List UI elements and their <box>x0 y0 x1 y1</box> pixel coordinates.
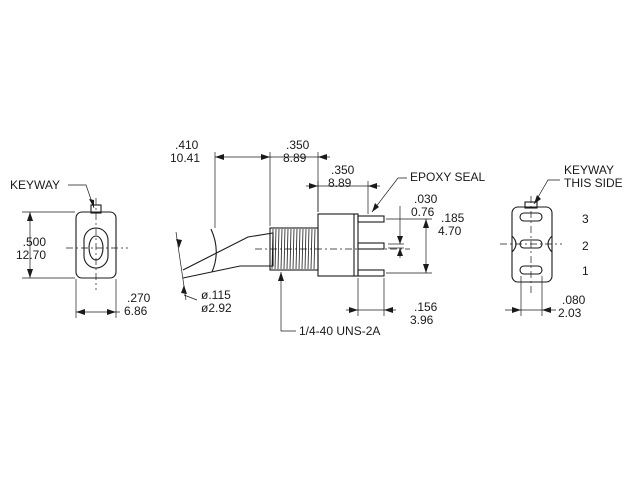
thread-arrow <box>278 272 284 281</box>
epoxy-arrow <box>372 203 379 212</box>
thread-line <box>292 228 295 270</box>
front-height-arrow-top <box>27 212 33 221</box>
dim-body-arrow-r <box>368 183 377 189</box>
term-thick-in: .030 <box>414 192 438 206</box>
term-length-in: .156 <box>414 300 438 314</box>
thread-leader <box>280 272 296 332</box>
body-length-in: .350 <box>331 163 355 177</box>
dim-lever-arrow-l <box>215 154 224 160</box>
term-thick-mm: 0.76 <box>411 205 435 219</box>
rear-pin-1-label: 1 <box>582 264 589 278</box>
thread-line <box>307 228 310 270</box>
front-width-in: .270 <box>127 291 151 305</box>
front-height-in: .500 <box>22 235 46 249</box>
front-keyway-leader <box>68 184 95 209</box>
body-length-mm: 8.89 <box>328 176 352 190</box>
front-height-arrow-bot <box>27 269 33 278</box>
dim-bushing-arrow-r <box>318 154 327 160</box>
dim-body-arrow-l <box>309 183 318 189</box>
terminal-bot <box>357 269 385 277</box>
dim-term-pitch-arrow-t <box>423 219 429 228</box>
side-view <box>175 152 432 332</box>
rear-pinw-arrow-r <box>542 307 551 313</box>
thread-line <box>313 228 316 270</box>
bushing-length-mm: 8.89 <box>283 151 307 165</box>
rear-keyway-label-1: KEYWAY <box>564 163 615 177</box>
rear-pinw-arrow-l <box>512 307 521 313</box>
front-view <box>22 184 128 318</box>
lever-length-mm: 10.41 <box>170 151 201 165</box>
front-width-arrow-r <box>107 309 116 315</box>
side-body <box>317 213 359 277</box>
dim-term-len-arrow-r <box>384 307 393 313</box>
lever-dia-in: ø.115 <box>201 288 231 302</box>
bushing-length-in: .350 <box>286 138 310 152</box>
front-keyway-arrow <box>89 199 94 208</box>
side-lever-dia-arrow-top <box>176 239 182 248</box>
rear-body <box>511 206 553 283</box>
epoxy-seal-label: EPOXY SEAL <box>410 170 486 184</box>
side-bushing-threads <box>271 228 316 270</box>
lever-length-in: .410 <box>175 138 199 152</box>
term-pitch-mm: 4.70 <box>438 224 462 238</box>
rear-pin-width-mm: 2.03 <box>558 306 582 320</box>
rear-pin-2-label: 2 <box>582 239 589 253</box>
side-terminals <box>357 215 385 277</box>
side-lever-dia-leader <box>183 294 198 301</box>
thread-line <box>298 228 301 270</box>
front-keyway-label: KEYWAY <box>10 178 61 192</box>
rear-pin-width-in: .080 <box>562 293 586 307</box>
front-width-arrow-l <box>76 309 85 315</box>
rear-view <box>500 179 562 316</box>
dim-term-pitch-arrow-b <box>423 264 429 273</box>
term-length-mm: 3.96 <box>410 313 434 327</box>
terminal-top <box>357 215 385 223</box>
terminal-mid <box>357 242 385 250</box>
epoxy-leader <box>371 177 407 213</box>
rear-keyway-leader <box>533 179 560 205</box>
rear-keyway-arrow <box>534 195 541 204</box>
rear-keyway-label-2: THIS SIDE <box>564 176 623 190</box>
front-height-mm: 12.70 <box>15 248 46 262</box>
thread-label: 1/4-40 UNS-2A <box>299 324 381 338</box>
side-lever <box>182 232 274 279</box>
dim-lever-arrow-r <box>261 154 270 160</box>
rear-pin-3-label: 3 <box>582 212 589 226</box>
dim-term-len-arrow-l <box>349 307 358 313</box>
front-width-mm: 6.86 <box>124 304 148 318</box>
lever-dia-mm: ø2.92 <box>201 301 232 315</box>
dim-term-thick-arrow2 <box>397 248 403 256</box>
side-lever-dia-arrow-bot <box>181 285 187 294</box>
term-pitch-in: .185 <box>441 211 465 225</box>
thread-line <box>283 228 286 270</box>
thread-line <box>277 228 280 270</box>
dim-term-thick-arrow <box>397 236 403 244</box>
side-lever-tip-arc <box>210 228 217 273</box>
